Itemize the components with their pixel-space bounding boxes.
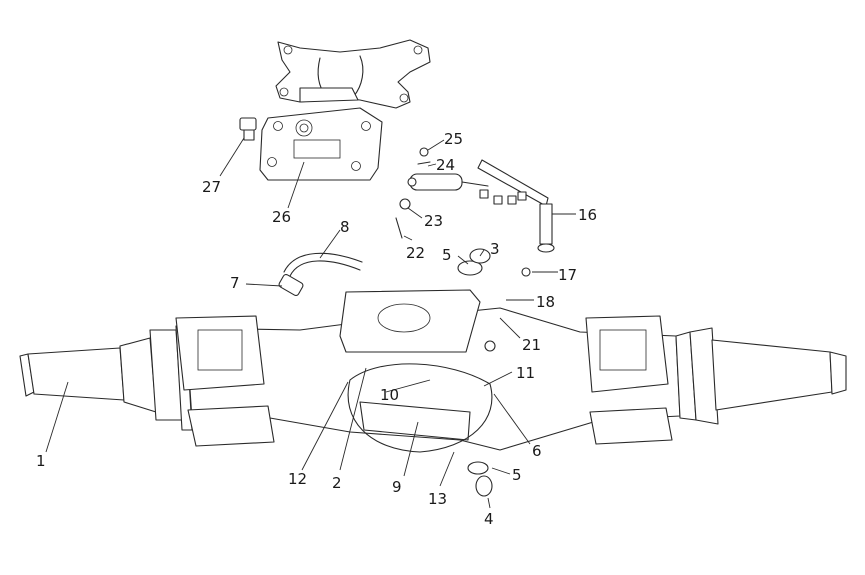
callout-24: 24 <box>436 156 455 174</box>
callout-9: 9 <box>392 478 402 496</box>
callout-12: 12 <box>288 470 307 488</box>
callout-16: 16 <box>578 206 597 224</box>
callout-11: 11 <box>516 364 535 382</box>
callout-13: 13 <box>428 490 447 508</box>
callout-21: 21 <box>522 336 541 354</box>
callout-1: 1 <box>36 452 46 470</box>
callout-7: 7 <box>230 274 240 292</box>
callout-2: 2 <box>332 474 342 492</box>
callout-3: 3 <box>490 240 500 258</box>
callout-6: 6 <box>532 442 542 460</box>
axle-housing <box>19 289 847 453</box>
callout-10: 10 <box>380 386 399 404</box>
callout-25: 25 <box>444 130 463 148</box>
callout-23: 23 <box>424 212 443 230</box>
drain-plug-4 <box>467 461 493 497</box>
mounting-plate <box>259 87 383 181</box>
small-parts-23-25 <box>395 147 489 239</box>
leader-lines <box>45 137 576 509</box>
steering-arm <box>477 159 555 277</box>
fitting-3 <box>457 248 491 276</box>
callout-8: 8 <box>340 218 350 236</box>
callout-4: 4 <box>484 510 494 528</box>
callout-17: 17 <box>558 266 577 284</box>
callout-27: 27 <box>202 178 221 196</box>
bolt-27 <box>239 117 257 141</box>
hose-8 <box>278 252 363 297</box>
callout-labels: 1 2 3 4 5 5 6 7 8 9 10 11 12 13 16 17 18… <box>36 130 597 528</box>
callout-18: 18 <box>536 293 555 311</box>
callout-26: 26 <box>272 208 291 226</box>
callout-5b: 5 <box>512 466 522 484</box>
callout-5a: 5 <box>442 246 452 264</box>
callout-22: 22 <box>406 244 425 262</box>
